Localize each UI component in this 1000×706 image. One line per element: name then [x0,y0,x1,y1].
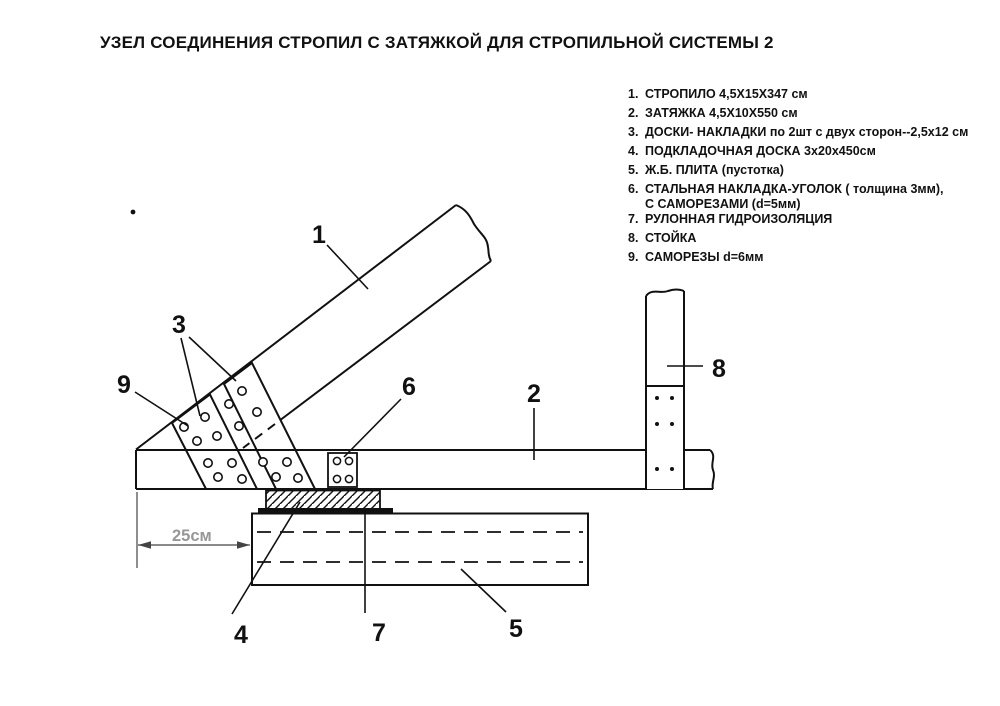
leader-1 [326,244,369,290]
callout-5: 5 [509,615,523,643]
rafter-top-edge [135,204,457,451]
legend-item-3: 3.ДОСКИ- НАКЛАДКИ по 2шт с двух сторон--… [628,125,969,139]
callout-3: 3 [172,311,186,339]
tie-break-line [709,449,715,490]
leader-lines [134,244,703,615]
parts-legend: 1.СТРОПИЛО 4,5Х15Х347 см 2.ЗАТЯЖКА 4,5Х1… [628,87,968,269]
callout-2: 2 [527,380,541,408]
leader-5 [460,568,507,613]
steel-angle-plate [327,452,358,488]
callout-8: 8 [712,355,726,383]
legend-item-9: 9.САМОРЕЗЫ d=6мм [628,250,764,264]
rafter-bottom-edge [274,260,492,425]
legend-item-6: 6.СТАЛЬНАЯ НАКЛАДКА-УГОЛОК ( толщина 3мм… [628,182,944,196]
arrow-left-icon [138,541,151,549]
waterproofing-strip [258,508,393,514]
legend-item-2: 2.ЗАТЯЖКА 4,5Х10Х550 см [628,106,798,120]
dimension-25cm: 25см [136,492,250,568]
callout-4: 4 [234,621,248,649]
leader-6 [343,398,402,458]
legend-item-7: 7.РУЛОННАЯ ГИДРОИЗОЛЯЦИЯ [628,212,833,226]
rafter-hidden-edge [242,423,276,449]
legend-item-8: 8.СТОЙКА [628,231,697,245]
post-screws [655,396,674,471]
post [645,288,685,489]
leader-9 [134,391,189,427]
rafter-break-line [455,204,492,262]
callout-7: 7 [372,619,386,647]
legend-item-6-line2: С САМОРЕЗАМИ (d=5мм) [645,197,801,211]
dimension-text: 25см [172,527,212,545]
callout-9: 9 [117,371,131,399]
board-screws [179,385,303,484]
rafter [135,204,492,451]
backing-board [265,489,381,510]
tie-beam-outline [135,449,715,490]
arrow-right-icon [237,541,250,549]
callout-1: 1 [312,221,326,249]
legend-item-4: 4.ПОДКЛАДОЧНАЯ ДОСКА 3х20х450см [628,144,876,158]
drawing-title: УЗЕЛ СОЕДИНЕНИЯ СТРОПИЛ С ЗАТЯЖКОЙ ДЛЯ С… [100,33,774,52]
callout-6: 6 [402,373,416,401]
stray-dot [130,209,136,215]
leader-3a [180,337,201,417]
legend-item-5: 5.Ж.Б. ПЛИТА (пустотка) [628,163,784,177]
legend-item-1: 1.СТРОПИЛО 4,5Х15Х347 см [628,87,808,101]
leader-4 [231,501,301,615]
concrete-slab [251,512,589,586]
post-break-line [645,288,685,297]
callout-labels: 1 2 3 4 5 6 7 8 9 [117,221,726,649]
leader-3b [188,336,237,382]
